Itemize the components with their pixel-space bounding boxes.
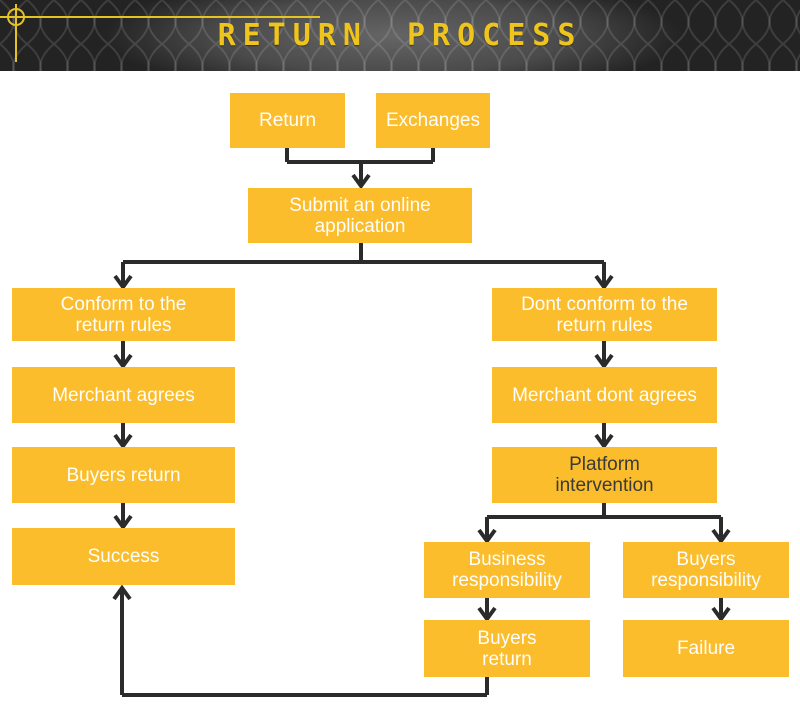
node-dont-conform-rules: Dont conform to the return rules bbox=[492, 288, 717, 341]
node-business-responsibility: Business responsibility bbox=[424, 542, 590, 598]
node-platform-intervention: Platform intervention bbox=[492, 447, 717, 503]
node-return: Return bbox=[230, 93, 345, 148]
node-merchant-agrees: Merchant agrees bbox=[12, 367, 235, 423]
header-banner: RETURN PROCESS bbox=[0, 0, 800, 71]
node-buyers-return-left: Buyers return bbox=[12, 447, 235, 503]
crosshair-ornament bbox=[0, 4, 320, 62]
node-failure: Failure bbox=[623, 620, 789, 677]
connector-lines bbox=[112, 148, 731, 697]
mesh-pattern bbox=[0, 0, 800, 71]
node-success: Success bbox=[12, 528, 235, 585]
flowchart: Return Exchanges Submit an online applic… bbox=[0, 71, 800, 709]
node-merchant-dont-agrees: Merchant dont agrees bbox=[492, 367, 717, 423]
node-exchanges: Exchanges bbox=[376, 93, 490, 148]
node-buyers-return-right: Buyers return bbox=[424, 620, 590, 677]
page-title: RETURN PROCESS bbox=[217, 18, 583, 53]
node-conform-rules: Conform to the return rules bbox=[12, 288, 235, 341]
node-submit-application: Submit an online application bbox=[248, 188, 472, 243]
node-buyers-responsibility: Buyers responsibility bbox=[623, 542, 789, 598]
